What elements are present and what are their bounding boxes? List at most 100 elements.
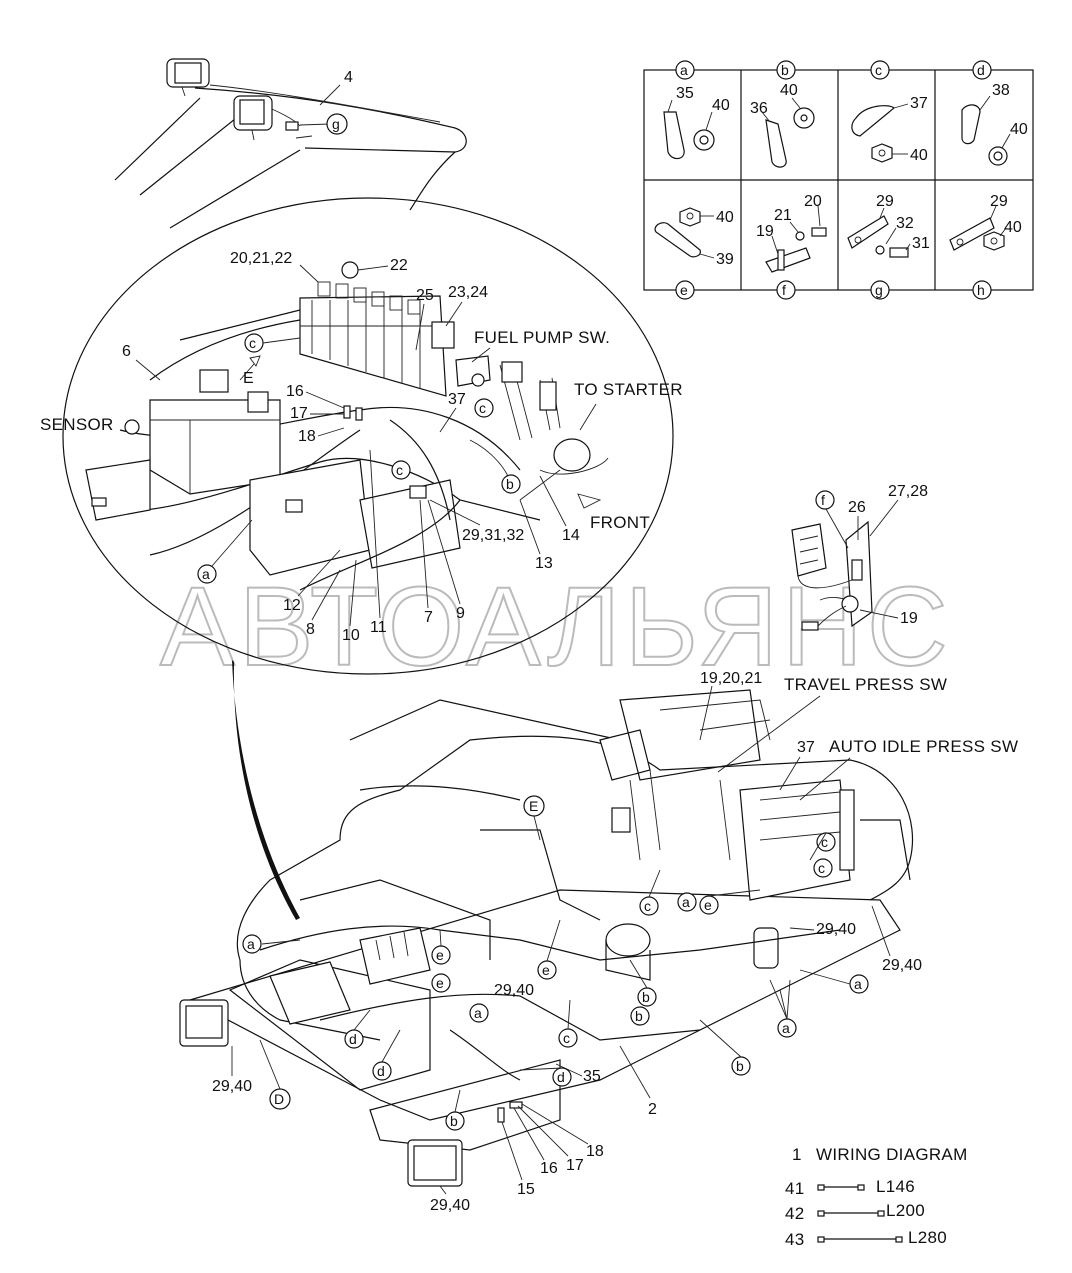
main-callout-29-40-d: 29,40 <box>212 1078 252 1095</box>
grid-cell-e: 40 39 <box>654 207 734 268</box>
main-callout-2: 2 <box>648 1101 657 1118</box>
grid-b-part-1: 36 <box>750 100 768 117</box>
legend-item-43-num: 43 <box>785 1230 805 1249</box>
legend-item-41-num: 41 <box>785 1179 805 1198</box>
zoom-ellipse <box>62 197 674 675</box>
main-circle-d-1: d <box>349 1031 357 1047</box>
main-circle-e-1: e <box>704 897 712 913</box>
main-callout-29-40-e: 29,40 <box>430 1197 470 1214</box>
ellipse-circle-c-3: c <box>396 462 403 478</box>
grid-f-part-1: 19 <box>756 223 774 240</box>
ellipse-e-arrow-label: E <box>243 370 254 387</box>
main-circle-c-4: c <box>563 1030 570 1046</box>
main-circles: E c c e a c a e e e b b b c d d d b D a … <box>242 795 869 1131</box>
grid-cell-b: 36 40 <box>750 82 815 168</box>
main-callout-15: 15 <box>517 1181 535 1198</box>
legend-item-43-label: L280 <box>908 1228 947 1247</box>
main-leader-lines <box>259 815 851 1113</box>
grid-e-part-2: 39 <box>716 251 734 268</box>
main-circle-E: E <box>529 798 538 814</box>
machine-frame <box>179 689 914 1187</box>
front-label: FRONT <box>590 513 650 532</box>
grid-cell-c: 37 40 <box>851 95 928 164</box>
main-circle-c-1: c <box>644 898 651 914</box>
main-circle-d-3: d <box>557 1069 565 1085</box>
main-circle-c-3: c <box>818 860 825 876</box>
main-circle-b-1: b <box>642 989 650 1005</box>
grid-key-h: h <box>977 282 985 298</box>
ellipse-circle-c-2: c <box>479 400 486 416</box>
grid-h-part-2: 40 <box>1004 219 1022 236</box>
main-callout-18: 18 <box>586 1143 604 1160</box>
auto-idle-press-sw-label: AUTO IDLE PRESS SW <box>829 737 1018 756</box>
grid-key-c: c <box>875 62 882 78</box>
zoom-pointer <box>232 660 300 920</box>
legend-item-42-label: L200 <box>886 1201 925 1220</box>
grid-cell-f: 19 21 20 <box>756 193 827 273</box>
main-callout-29-40-a: 29,40 <box>816 921 856 938</box>
ellipse-circle-a: a <box>202 566 210 582</box>
grid-f-part-3: 20 <box>804 193 822 210</box>
main-circle-D: D <box>274 1091 284 1107</box>
circle-g-top: g <box>332 116 340 132</box>
detail-grid <box>643 69 1034 291</box>
legend-diagram-text: WIRING DIAGRAM <box>816 1145 968 1164</box>
ellipse-callout-13: 13 <box>535 555 553 572</box>
watermark: АВТОАЛЬЯНС <box>160 564 952 689</box>
main-callout-17: 17 <box>566 1157 584 1174</box>
ellipse-callout-18: 18 <box>298 428 316 445</box>
callout-4: 4 <box>344 69 353 86</box>
ellipse-callout-29-31-32: 29,31,32 <box>462 527 524 544</box>
main-callout-19-20-21: 19,20,21 <box>700 670 762 687</box>
grid-key-g: g <box>875 282 883 298</box>
grid-cell-g: 29 32 31 <box>847 193 930 258</box>
panel-callout-27-28: 27,28 <box>888 483 928 500</box>
relay-bracket-detail <box>791 520 873 631</box>
fuel-pump-switch-label: FUEL PUMP SW. <box>474 328 610 347</box>
main-circle-e-4: e <box>436 975 444 991</box>
main-callout-29-40-b: 29,40 <box>882 957 922 974</box>
ellipse-callout-25: 25 <box>416 287 434 304</box>
ellipse-callout-14: 14 <box>562 527 580 544</box>
ellipse-callout-23-24: 23,24 <box>448 284 488 301</box>
main-callout-16: 16 <box>540 1160 558 1177</box>
ellipse-callout-16: 16 <box>286 383 304 400</box>
main-circle-c-2: c <box>821 834 828 850</box>
main-circle-b-2: b <box>635 1008 643 1024</box>
main-circle-e-3: e <box>542 962 550 978</box>
ellipse-callout-11: 11 <box>370 619 387 636</box>
ellipse-circle-b: b <box>506 476 514 492</box>
grid-cell-h: 29 40 <box>949 193 1022 251</box>
main-circle-a-1: a <box>682 894 690 910</box>
grid-cell-d: 38 40 <box>961 82 1028 166</box>
main-callout-37: 37 <box>797 739 815 756</box>
travel-press-sw-label: TRAVEL PRESS SW <box>784 675 947 694</box>
main-circle-a-4: a <box>854 976 862 992</box>
ellipse-callout-12: 12 <box>283 597 301 614</box>
detail-grid-keys: a b c d e f g h <box>675 60 992 300</box>
legend: 1 WIRING DIAGRAM 41 L146 42 L200 43 L280 <box>785 1145 968 1249</box>
grid-a-part-2: 40 <box>712 97 730 114</box>
grid-key-a: a <box>680 62 688 78</box>
grid-f-part-2: 21 <box>774 207 792 224</box>
grid-b-part-2: 40 <box>780 82 798 99</box>
main-circle-a-5: a <box>782 1020 790 1036</box>
grid-a-part-1: 35 <box>676 85 694 102</box>
ellipse-callout-20-21-22: 20,21,22 <box>230 250 292 267</box>
main-circle-d-2: d <box>377 1063 385 1079</box>
boom-lamp-assembly <box>114 58 467 229</box>
ellipse-callout-37: 37 <box>448 391 466 408</box>
ellipse-callout-17: 17 <box>290 405 308 422</box>
ellipse-callout-6: 6 <box>122 343 131 360</box>
panel-callout-26: 26 <box>848 499 866 516</box>
ellipse-machinery <box>85 261 609 591</box>
to-starter-label: TO STARTER <box>574 380 683 399</box>
grid-key-f: f <box>782 282 786 298</box>
grid-d-part-1: 38 <box>992 82 1010 99</box>
main-circle-e-2: e <box>436 947 444 963</box>
grid-key-e: e <box>680 282 688 298</box>
main-circle-a-3: a <box>474 1005 482 1021</box>
ellipse-circle-c-1: c <box>249 335 256 351</box>
grid-c-part-1: 37 <box>910 95 928 112</box>
